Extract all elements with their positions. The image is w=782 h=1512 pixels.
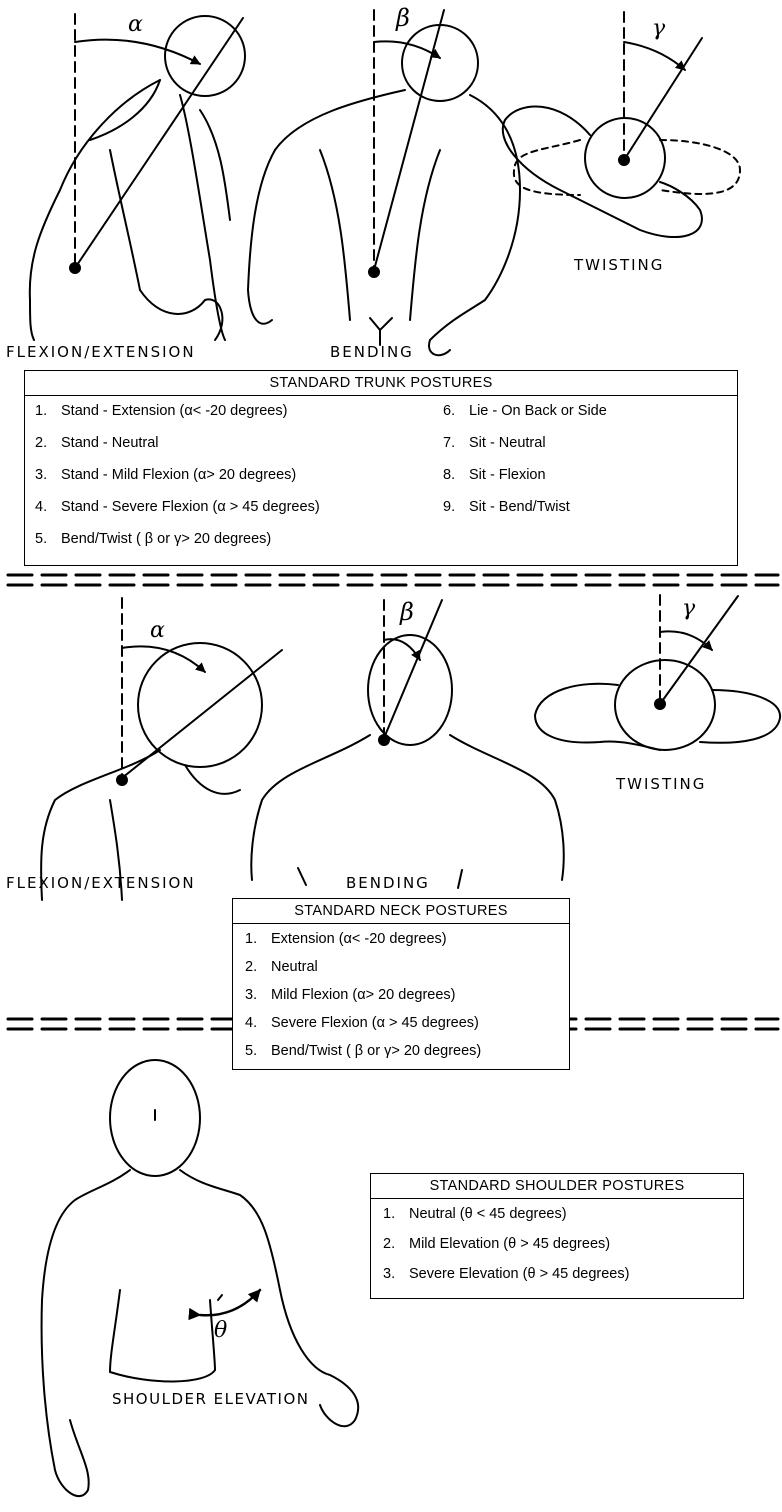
- posture-number: 3.: [35, 467, 61, 483]
- posture-list-item: 3.Stand - Mild Flexion (α> 20 degrees): [35, 467, 296, 483]
- neck-postures-table: STANDARD NECK POSTURES 1.Extension (α< -…: [232, 898, 570, 1070]
- posture-description: Sit - Flexion: [469, 467, 546, 483]
- shoulder-postures-table: STANDARD SHOULDER POSTURES 1.Neutral (θ …: [370, 1173, 744, 1299]
- posture-list-item: 8.Sit - Flexion: [443, 467, 546, 483]
- posture-description: Stand - Severe Flexion (α > 45 degrees): [61, 499, 320, 515]
- posture-list-item: 7.Sit - Neutral: [443, 435, 546, 451]
- posture-list-item: 5.Bend/Twist ( β or γ> 20 degrees): [245, 1043, 481, 1059]
- posture-description: Neutral (θ < 45 degrees): [409, 1206, 567, 1222]
- beta-symbol: β: [396, 4, 410, 32]
- posture-list-item: 3.Severe Elevation (θ > 45 degrees): [383, 1266, 629, 1282]
- posture-number: 5.: [245, 1043, 271, 1059]
- posture-number: 3.: [383, 1266, 409, 1282]
- shoulder-table-title: STANDARD SHOULDER POSTURES: [371, 1174, 743, 1199]
- neck-bending-caption: BENDING: [346, 874, 430, 892]
- trunk-flexion-figure: [30, 14, 245, 340]
- posture-number: 8.: [443, 467, 469, 483]
- gamma-symbol: γ: [682, 596, 695, 621]
- posture-description: Severe Elevation (θ > 45 degrees): [409, 1266, 629, 1282]
- posture-list-item: 3.Mild Flexion (α> 20 degrees): [245, 987, 455, 1003]
- posture-number: 2.: [245, 959, 271, 975]
- section-separator: [8, 575, 778, 585]
- alpha-symbol: α: [150, 618, 165, 643]
- posture-list-item: 2.Mild Elevation (θ > 45 degrees): [383, 1236, 610, 1252]
- neck-table-title: STANDARD NECK POSTURES: [233, 899, 569, 924]
- posture-list-item: 4.Severe Flexion (α > 45 degrees): [245, 1015, 479, 1031]
- posture-list-item: 6.Lie - On Back or Side: [443, 403, 607, 419]
- posture-number: 6.: [443, 403, 469, 419]
- posture-description: Sit - Bend/Twist: [469, 499, 570, 515]
- posture-list-item: 2.Stand - Neutral: [35, 435, 159, 451]
- posture-number: 1.: [35, 403, 61, 419]
- posture-number: 2.: [383, 1236, 409, 1252]
- posture-number: 1.: [383, 1206, 409, 1222]
- posture-number: 4.: [35, 499, 61, 515]
- posture-description: Stand - Extension (α< -20 degrees): [61, 403, 287, 419]
- posture-number: 2.: [35, 435, 61, 451]
- posture-list-item: 9.Sit - Bend/Twist: [443, 499, 570, 515]
- posture-number: 3.: [245, 987, 271, 1003]
- posture-description: Mild Flexion (α> 20 degrees): [271, 987, 455, 1003]
- posture-description: Severe Flexion (α > 45 degrees): [271, 1015, 479, 1031]
- neck-twisting-caption: TWISTING: [616, 775, 706, 793]
- posture-number: 1.: [245, 931, 271, 947]
- posture-description: Lie - On Back or Side: [469, 403, 607, 419]
- posture-list-item: 1.Extension (α< -20 degrees): [245, 931, 447, 947]
- posture-number: 5.: [35, 531, 61, 547]
- trunk-twisting-caption: TWISTING: [574, 256, 664, 274]
- posture-list-item: 1.Neutral (θ < 45 degrees): [383, 1206, 567, 1222]
- posture-list-item: 4.Stand - Severe Flexion (α > 45 degrees…: [35, 499, 320, 515]
- posture-list-item: 1.Stand - Extension (α< -20 degrees): [35, 403, 287, 419]
- trunk-bending-caption: BENDING: [330, 343, 414, 361]
- posture-description: Stand - Mild Flexion (α> 20 degrees): [61, 467, 296, 483]
- posture-number: 7.: [443, 435, 469, 451]
- neck-flexion-caption: FLEXION/EXTENSION: [6, 874, 196, 892]
- posture-description: Neutral: [271, 959, 318, 975]
- posture-number: 9.: [443, 499, 469, 515]
- posture-description: Bend/Twist ( β or γ> 20 degrees): [61, 531, 271, 547]
- trunk-flexion-caption: FLEXION/EXTENSION: [6, 343, 196, 361]
- posture-list-item: 5.Bend/Twist ( β or γ> 20 degrees): [35, 531, 271, 547]
- gamma-symbol: γ: [652, 16, 665, 41]
- posture-description: Mild Elevation (θ > 45 degrees): [409, 1236, 610, 1252]
- trunk-table-title: STANDARD TRUNK POSTURES: [25, 371, 737, 396]
- shoulder-elevation-caption: SHOULDER ELEVATION: [112, 1390, 310, 1408]
- posture-description: Sit - Neutral: [469, 435, 546, 451]
- shoulder-elevation-figure: [42, 1060, 359, 1496]
- posture-description: Stand - Neutral: [61, 435, 159, 451]
- neck-flexion-figure: [41, 598, 282, 900]
- alpha-symbol: α: [128, 12, 143, 37]
- trunk-bending-figure: [248, 10, 520, 355]
- trunk-postures-table: STANDARD TRUNK POSTURES 1.Stand - Extens…: [24, 370, 738, 566]
- posture-list-item: 2.Neutral: [245, 959, 318, 975]
- posture-description: Bend/Twist ( β or γ> 20 degrees): [271, 1043, 481, 1059]
- trunk-twisting-figure: [503, 12, 740, 237]
- posture-number: 4.: [245, 1015, 271, 1031]
- posture-description: Extension (α< -20 degrees): [271, 931, 447, 947]
- beta-symbol: β: [400, 598, 414, 626]
- neck-twisting-figure: [535, 595, 780, 750]
- theta-symbol: θ: [214, 1318, 227, 1343]
- neck-bending-figure: [251, 600, 563, 888]
